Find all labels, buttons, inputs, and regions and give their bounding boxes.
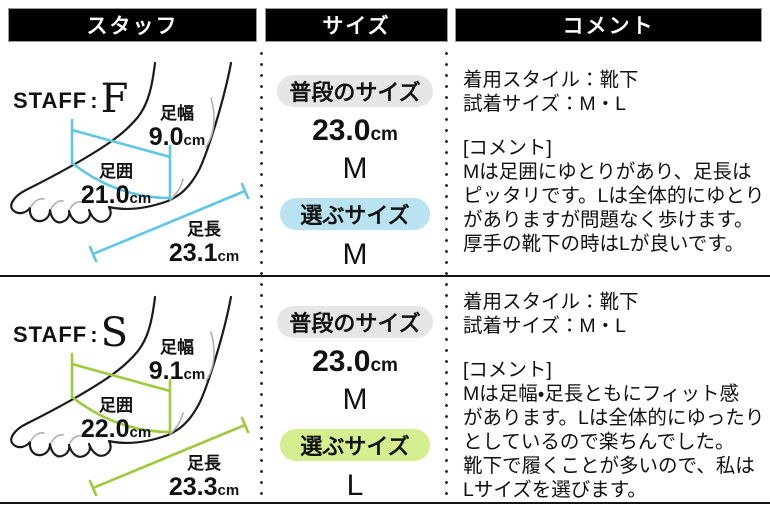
staff-separator: : [90,88,98,113]
comment-header: [コメント] [463,137,552,159]
chosen-size-letter: M [342,238,368,271]
comment-body: Mは足囲にゆとりがあり、足長は ピッタリです。Lは全体的にゆとり がありますが問… [463,161,765,255]
size-cell: 普段のサイズ 23.0cm M 選ぶサイズ L [265,282,445,502]
foot-girth-label: 足囲 [99,396,133,415]
foot-drawing-icon [10,295,250,497]
staff-row-f: STAFF:F 足幅 9.0cm 足囲 21.0cm 足長 23.1cm 普段の… [0,60,770,271]
foot-width-value: 9.1 [148,357,184,385]
usual-size-letter: M [342,383,368,416]
foot-width-unit: cm [183,132,206,149]
foot-width-value: 9.0 [148,123,184,151]
comment-block: [コメント] Mは足幅・足長ともにフィット感 があります。Lは全体的にゆったり … [463,358,767,502]
measurement-lines [70,118,250,263]
staff-row-s: STAFF:S 足幅 9.1cm 足囲 22.0cm 足長 23.3cm 普段の… [0,282,770,502]
usual-size-unit: cm [370,355,398,376]
foot-length-unit: cm [217,248,240,265]
foot-length-value: 23.1 [168,239,218,267]
bottom-border [0,502,770,504]
fitting-size-line: 試着サイズ：M・L [463,93,627,115]
usual-size-unit: cm [370,124,398,145]
foot-length-measurement: 足長 23.3cm [166,454,242,505]
usual-size-letter: M [342,152,368,185]
header-cell-comment: コメント [455,8,762,42]
column-divider-dotted [445,48,448,500]
comment-block: [コメント] Mは足囲にゆとりがあり、足長は ピッタリです。Lは全体的にゆとり … [463,136,767,256]
usual-size-value: 23.0cm [312,346,398,383]
foot-length-unit: cm [217,482,240,499]
foot-length-label: 足長 [187,454,221,473]
wearing-style-line: 着用スタイル：靴下 [463,291,639,313]
chosen-size-badge: 選ぶサイズ [280,429,430,461]
foot-girth-unit: cm [129,190,152,207]
usual-size-number: 23.0 [312,345,371,378]
usual-size-badge: 普段のサイズ [277,75,433,107]
staff-name-label: STAFF:F [13,76,128,122]
foot-width-measurement: 足幅 9.0cm [146,104,208,155]
size-cell: 普段のサイズ 23.0cm M 選ぶサイズ M [265,60,445,271]
foot-width-label: 足幅 [160,104,194,123]
foot-drawing-icon [10,61,250,263]
foot-girth-label: 足囲 [99,162,133,181]
staff-cell: STAFF:S 足幅 9.1cm 足囲 22.0cm 足長 23.3cm [0,282,260,502]
comment-cell: 着用スタイル：靴下 試着サイズ：M・L [コメント] Mは足囲にゆとりがあり、足… [455,60,767,270]
foot-girth-measurement: 足囲 22.0cm [78,396,154,447]
foot-illustration: STAFF:F 足幅 9.0cm 足囲 21.0cm 足長 23.1cm [0,60,260,270]
foot-width-unit: cm [183,366,206,383]
fitting-size-line: 試着サイズ：M・L [463,315,627,337]
foot-girth-value: 21.0 [80,181,130,209]
staff-prefix: STAFF [13,88,88,113]
header-cell-staff: スタッフ [8,8,257,42]
foot-width-label: 足幅 [160,338,194,357]
row-divider [0,275,770,277]
usual-size-number: 23.0 [312,114,371,147]
foot-length-label: 足長 [187,220,221,239]
staff-name-label: STAFF:S [13,310,128,356]
staff-prefix: STAFF [13,322,88,347]
staff-separator: : [90,322,98,347]
wearing-style-line: 着用スタイル：靴下 [463,69,639,91]
foot-length-measurement: 足長 23.1cm [166,220,242,271]
comment-cell: 着用スタイル：靴下 試着サイズ：M・L [コメント] Mは足幅・足長ともにフィッ… [455,282,767,502]
chosen-size-badge: 選ぶサイズ [280,198,430,230]
usual-size-badge: 普段のサイズ [277,306,433,338]
comment-body: Mは足幅・足長ともにフィット感 があります。Lは全体的にゆったり としているので… [463,383,765,501]
foot-girth-value: 22.0 [80,415,130,443]
foot-illustration: STAFF:S 足幅 9.1cm 足囲 22.0cm 足長 23.3cm [0,294,260,504]
comment-header: [コメント] [463,359,552,381]
foot-girth-unit: cm [129,424,152,441]
foot-girth-measurement: 足囲 21.0cm [78,162,154,213]
staff-initial: F [100,76,129,122]
header-cell-size: サイズ [265,8,448,42]
foot-length-value: 23.3 [168,473,218,501]
column-divider-dotted [260,48,263,500]
staff-cell: STAFF:F 足幅 9.0cm 足囲 21.0cm 足長 23.1cm [0,60,260,270]
chosen-size-letter: L [346,469,364,502]
foot-width-measurement: 足幅 9.1cm [146,338,208,389]
staff-initial: S [100,310,128,356]
measurement-lines [70,352,250,497]
usual-size-value: 23.0cm [312,115,398,152]
